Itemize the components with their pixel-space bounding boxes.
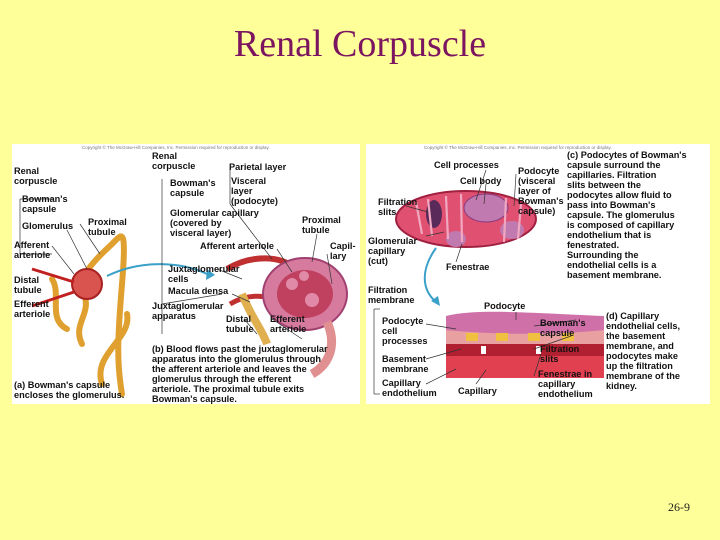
copyright-notice: Copyright © The McGraw-Hill Companies, I…	[424, 145, 612, 150]
label-visceral-layer: Visceral layer (podocyte)	[231, 176, 278, 206]
caption-d: (d) Capillary endothelial cells, the bas…	[606, 311, 681, 391]
label-fenestrae-in-capillary: Fenestrae in capillary endothelium	[538, 369, 593, 399]
label-podocyte: Podocyte	[484, 301, 526, 311]
label-cell-body: Cell body	[460, 176, 502, 186]
label-fenestrae: Fenestrae	[446, 262, 490, 272]
label-bowmans-capsule: Bowman's capsule	[22, 194, 68, 214]
label-bowmans-capsule-b: Bowman's capsule	[170, 178, 216, 198]
label-afferent-arteriole-b: Afferent arteriole	[200, 241, 275, 251]
label-renal-corpuscle-b: Renal corpuscle	[152, 151, 196, 171]
label-basement-membrane: Basement membrane	[382, 354, 429, 374]
slide-title: Renal Corpuscle	[233, 23, 487, 65]
label-juxtaglomerular-apparatus: Juxtaglomerular apparatus	[152, 301, 224, 321]
label-capillary-endothelium: Capillary endothelium	[382, 378, 437, 398]
nephron-tubules	[49, 233, 131, 397]
label-efferent-arteriole: Efferent arteriole	[14, 299, 51, 319]
nephron-illustration	[19, 169, 348, 397]
copyright-notice: Copyright © The McGraw-Hill Companies, I…	[82, 145, 270, 150]
label-glomerulus: Glomerulus	[22, 221, 74, 231]
label-parietal-layer: Parietal layer	[229, 162, 287, 172]
label-macula-densa: Macula densa	[168, 286, 229, 296]
label-juxtaglomerular-cells: Juxtaglomerular cells	[168, 264, 240, 284]
label-distal-tubule: Distal tubule	[14, 275, 42, 295]
renal-corpuscle-detail	[225, 255, 348, 378]
figure-panel-left: Copyright © The McGraw-Hill Companies, I…	[12, 144, 360, 404]
podocyte-illustration	[373, 169, 604, 395]
label-podocyte-cell-processes: Podocyte cell processes	[382, 316, 428, 346]
label-podocyte-visceral: Podocyte (visceral layer of Bowman's cap…	[518, 166, 564, 216]
label-capillary: Capillary	[458, 386, 497, 396]
label-capillary: Capil- lary	[330, 241, 356, 261]
caption-a: (a) Bowman's capsule encloses the glomer…	[14, 380, 125, 400]
slide-number: 26-9	[668, 500, 690, 514]
label-proximal-tubule-b: Proximal tubule	[302, 215, 341, 235]
label-efferent-arteriole-b: Efferent arteriole	[270, 314, 307, 334]
label-proximal-tubule: Proximal tubule	[88, 217, 127, 237]
podocyte-capillary-detail	[395, 190, 537, 248]
label-filtration-slits-d: Filtration slits	[540, 344, 580, 364]
label-renal-corpuscle: Renal corpuscle	[14, 166, 58, 186]
label-filtration-membrane: Filtration membrane	[368, 285, 415, 305]
label-filtration-slits: Filtration slits	[378, 197, 418, 217]
label-bowmans-capsule-d: Bowman's capsule	[540, 318, 586, 338]
label-glomerular-capillary-cut: Glomerular capillary (cut)	[368, 236, 418, 266]
label-distal-tubule-b: Distal tubule	[226, 314, 254, 334]
figure-panel-right: Copyright © The McGraw-Hill Companies, I…	[366, 144, 710, 404]
caption-c: (c) Podocytes of Bowman's capsule surrou…	[567, 150, 687, 280]
label-afferent-arteriole: Afferent arteriole	[14, 240, 51, 260]
glomerulus-small	[71, 268, 103, 300]
caption-b: (b) Blood flows past the juxtaglomerular…	[152, 344, 328, 404]
filtration-membrane-detail	[446, 311, 604, 378]
label-glomerular-capillary: Glomerular capillary (covered by viscera…	[170, 208, 259, 238]
label-cell-processes: Cell processes	[434, 160, 499, 170]
